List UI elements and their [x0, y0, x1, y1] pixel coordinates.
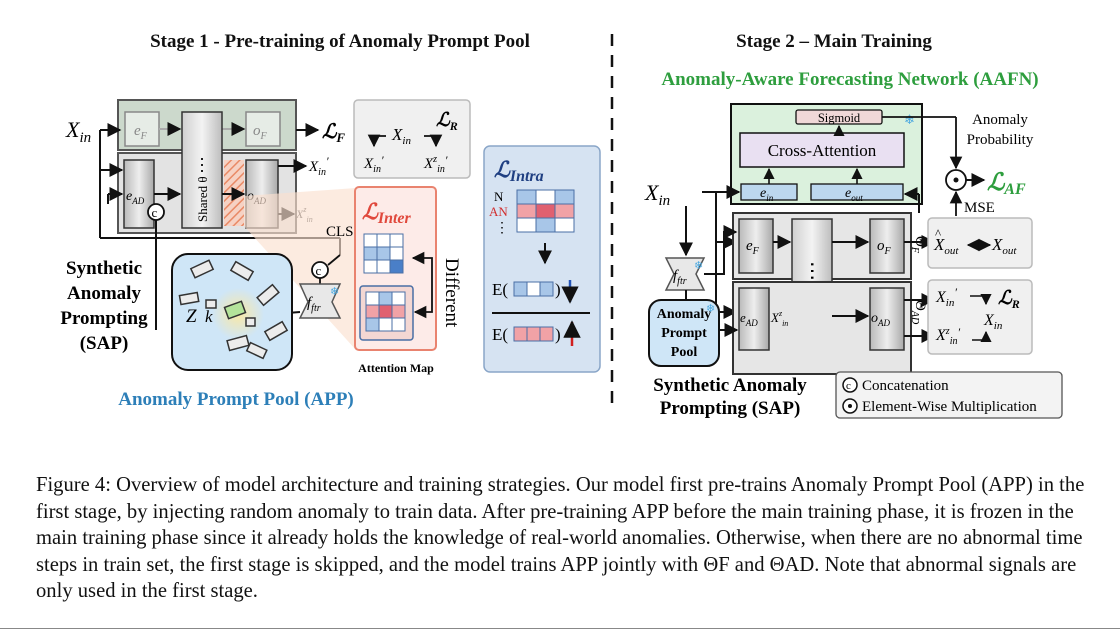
stage1-sap-label: Synthetic Anomaly Prompting (SAP): [60, 258, 148, 354]
svg-text:Xin′: Xin′: [935, 285, 957, 309]
mse-label: MSE: [964, 200, 995, 216]
prompt-tokens: [178, 259, 289, 360]
attention-grid-top: [363, 233, 404, 274]
stage2-x-in-label: Xin: [644, 180, 670, 209]
svg-text:❄: ❄: [904, 112, 915, 127]
bottom-rule: [0, 628, 1120, 629]
svg-text:): ): [555, 325, 561, 344]
different-label: Different: [441, 258, 462, 328]
svg-text:c: c: [846, 380, 851, 392]
svg-text:⋯: ⋯: [801, 261, 823, 281]
cross-attention-box: [739, 132, 905, 168]
stage2-f-ftr-block: [664, 257, 706, 291]
svg-text:Z: Z: [186, 306, 197, 327]
attention-grid-bottom: [365, 291, 406, 332]
stage2-e-ad-box: [738, 287, 770, 351]
svg-text:Xzin: Xzin: [770, 309, 788, 328]
svg-text:oF: oF: [253, 123, 268, 142]
svg-text:Xin: Xin: [391, 125, 411, 147]
svg-text:ΘAD: ΘAD: [909, 300, 928, 325]
svg-text:Xout: Xout: [933, 235, 959, 257]
o-f-faded-box: [245, 111, 281, 147]
svg-text:eAD: eAD: [126, 189, 145, 206]
svg-text:Anomaly: Anomaly: [972, 112, 1028, 128]
svg-text:(SAP): (SAP): [80, 333, 129, 354]
svg-text:E(: E(: [492, 325, 508, 344]
e-f-faded-box: [124, 111, 160, 147]
shared-theta-shaft: [181, 111, 223, 229]
aafn-title: Anomaly-Aware Forecasting Network (AAFN): [661, 69, 1038, 90]
svg-text:Prompting: Prompting: [60, 308, 148, 329]
attention-map-label: Attention Map: [358, 361, 434, 375]
svg-text:fftr: fftr: [307, 295, 321, 314]
loss-f-label: ℒF: [322, 121, 345, 145]
svg-text:eAD: eAD: [740, 310, 758, 328]
svg-text:ein: ein: [760, 186, 774, 203]
svg-text:N: N: [494, 189, 504, 204]
svg-text:oF: oF: [877, 238, 892, 257]
svg-text:^: ^: [935, 226, 941, 241]
legend-box: [835, 371, 1063, 419]
svg-text:❄: ❄: [694, 260, 703, 272]
svg-text:fftr: fftr: [673, 268, 687, 287]
stage2-loss-r-box: [927, 279, 1033, 355]
svg-text:ℒR: ℒR: [998, 288, 1020, 311]
stage1-title: Stage 1 - Pre-training of Anomaly Prompt…: [150, 31, 530, 52]
stage2-e-f-box: [738, 218, 774, 274]
svg-text:Synthetic: Synthetic: [66, 258, 142, 279]
svg-text:E(: E(: [492, 280, 508, 299]
svg-text:Xzin′: Xzin′: [935, 325, 960, 347]
svg-text:Xzin′: Xzin′: [423, 153, 448, 175]
loss-af-label: ℒAF: [987, 170, 1026, 198]
svg-text:Sigmoid: Sigmoid: [818, 111, 861, 125]
svg-text:): ): [555, 280, 561, 299]
svg-text:⋯: ⋯: [192, 156, 212, 174]
svg-text:eF: eF: [746, 238, 760, 257]
stage1-x-in-label: Xin: [65, 117, 91, 146]
svg-text:Xin′: Xin′: [363, 153, 384, 175]
loss-intra-label: ℒIntra: [494, 157, 544, 185]
stage2-sap-line2: Prompting (SAP): [660, 398, 801, 419]
svg-text:Anomaly: Anomaly: [67, 283, 141, 304]
x-in-prime-label: Xin′: [308, 154, 329, 178]
shared-theta-label: Shared θ: [195, 176, 210, 222]
svg-text:Prompt: Prompt: [661, 326, 707, 341]
legend-mult: Element-Wise Multiplication: [862, 399, 1037, 415]
stage1-app-label: Anomaly Prompt Pool (APP): [118, 389, 354, 410]
svg-text:❄: ❄: [330, 286, 339, 298]
svg-text:Probability: Probability: [967, 132, 1034, 148]
svg-text:k: k: [205, 307, 213, 326]
svg-text:oAD: oAD: [871, 311, 890, 328]
svg-text:Cross-Attention: Cross-Attention: [768, 141, 877, 160]
f-ftr-block: [298, 283, 342, 319]
svg-text:c: c: [152, 205, 158, 220]
stage2-title: Stage 2 – Main Training: [736, 31, 932, 52]
svg-text:Pool: Pool: [671, 345, 698, 360]
svg-text:ℒR: ℒR: [436, 110, 458, 133]
svg-text:Anomaly: Anomaly: [657, 307, 711, 322]
cls-label: CLS: [326, 224, 354, 240]
svg-text:Xin: Xin: [983, 312, 1003, 332]
svg-text:AN: AN: [489, 204, 508, 219]
stage2-sap-line1: Synthetic Anomaly: [653, 375, 807, 396]
figure-caption: Figure 4: Overview of model architecture…: [36, 474, 1085, 602]
svg-text:Xout: Xout: [991, 235, 1017, 257]
stage2-o-f-box: [869, 218, 905, 274]
loss-inter-label: ℒInter: [362, 199, 412, 227]
svg-text:eF: eF: [134, 123, 148, 142]
legend-concat: Concatenation: [862, 378, 949, 394]
svg-text:⋮: ⋮: [495, 221, 509, 236]
stage2-o-ad-box: [869, 287, 905, 351]
svg-text:c: c: [316, 263, 322, 278]
loss-r-box: [353, 99, 471, 179]
stage2-anomaly-prompt-pool: [648, 299, 720, 367]
svg-text:eout: eout: [845, 186, 863, 203]
intra-grid: [516, 189, 575, 233]
svg-text:❄: ❄: [706, 303, 715, 315]
